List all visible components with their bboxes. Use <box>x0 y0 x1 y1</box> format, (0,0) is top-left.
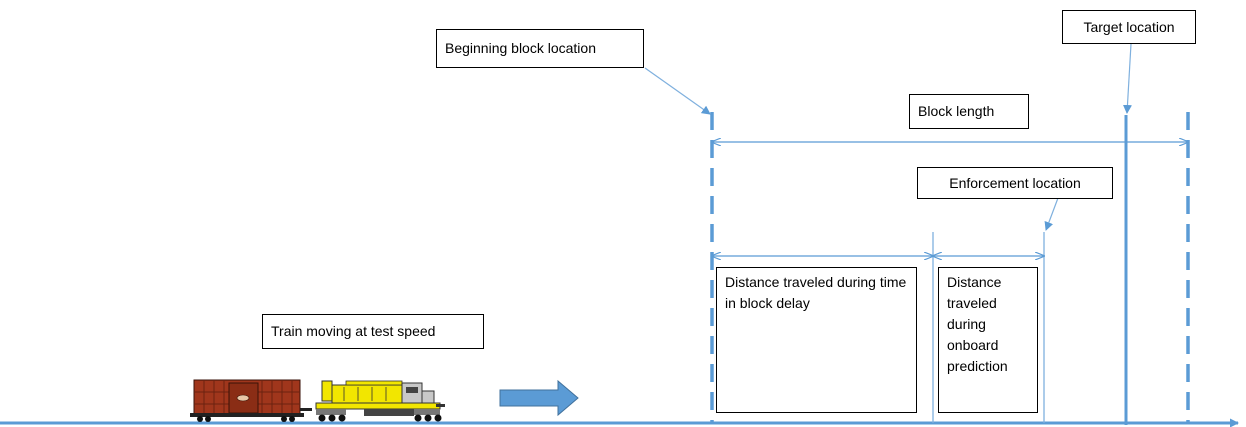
right-arrow-icon <box>499 379 579 417</box>
onboard-distance-label: Distance traveled during onboard predict… <box>938 267 1038 413</box>
beginning-block-leader <box>644 67 711 115</box>
train-icon <box>190 379 445 422</box>
enforcement-location-label: Enforcement location <box>917 167 1113 199</box>
beginning-block-label: Beginning block location <box>436 29 644 68</box>
block-length-label: Block length <box>909 94 1029 129</box>
target-location-label: Target location <box>1062 10 1196 44</box>
block-delay-distance-label: Distance traveled during time in block d… <box>716 267 917 413</box>
target-location-leader <box>1122 43 1132 114</box>
enforcement-location-leader <box>1044 197 1059 231</box>
train-label: Train moving at test speed <box>262 314 484 349</box>
